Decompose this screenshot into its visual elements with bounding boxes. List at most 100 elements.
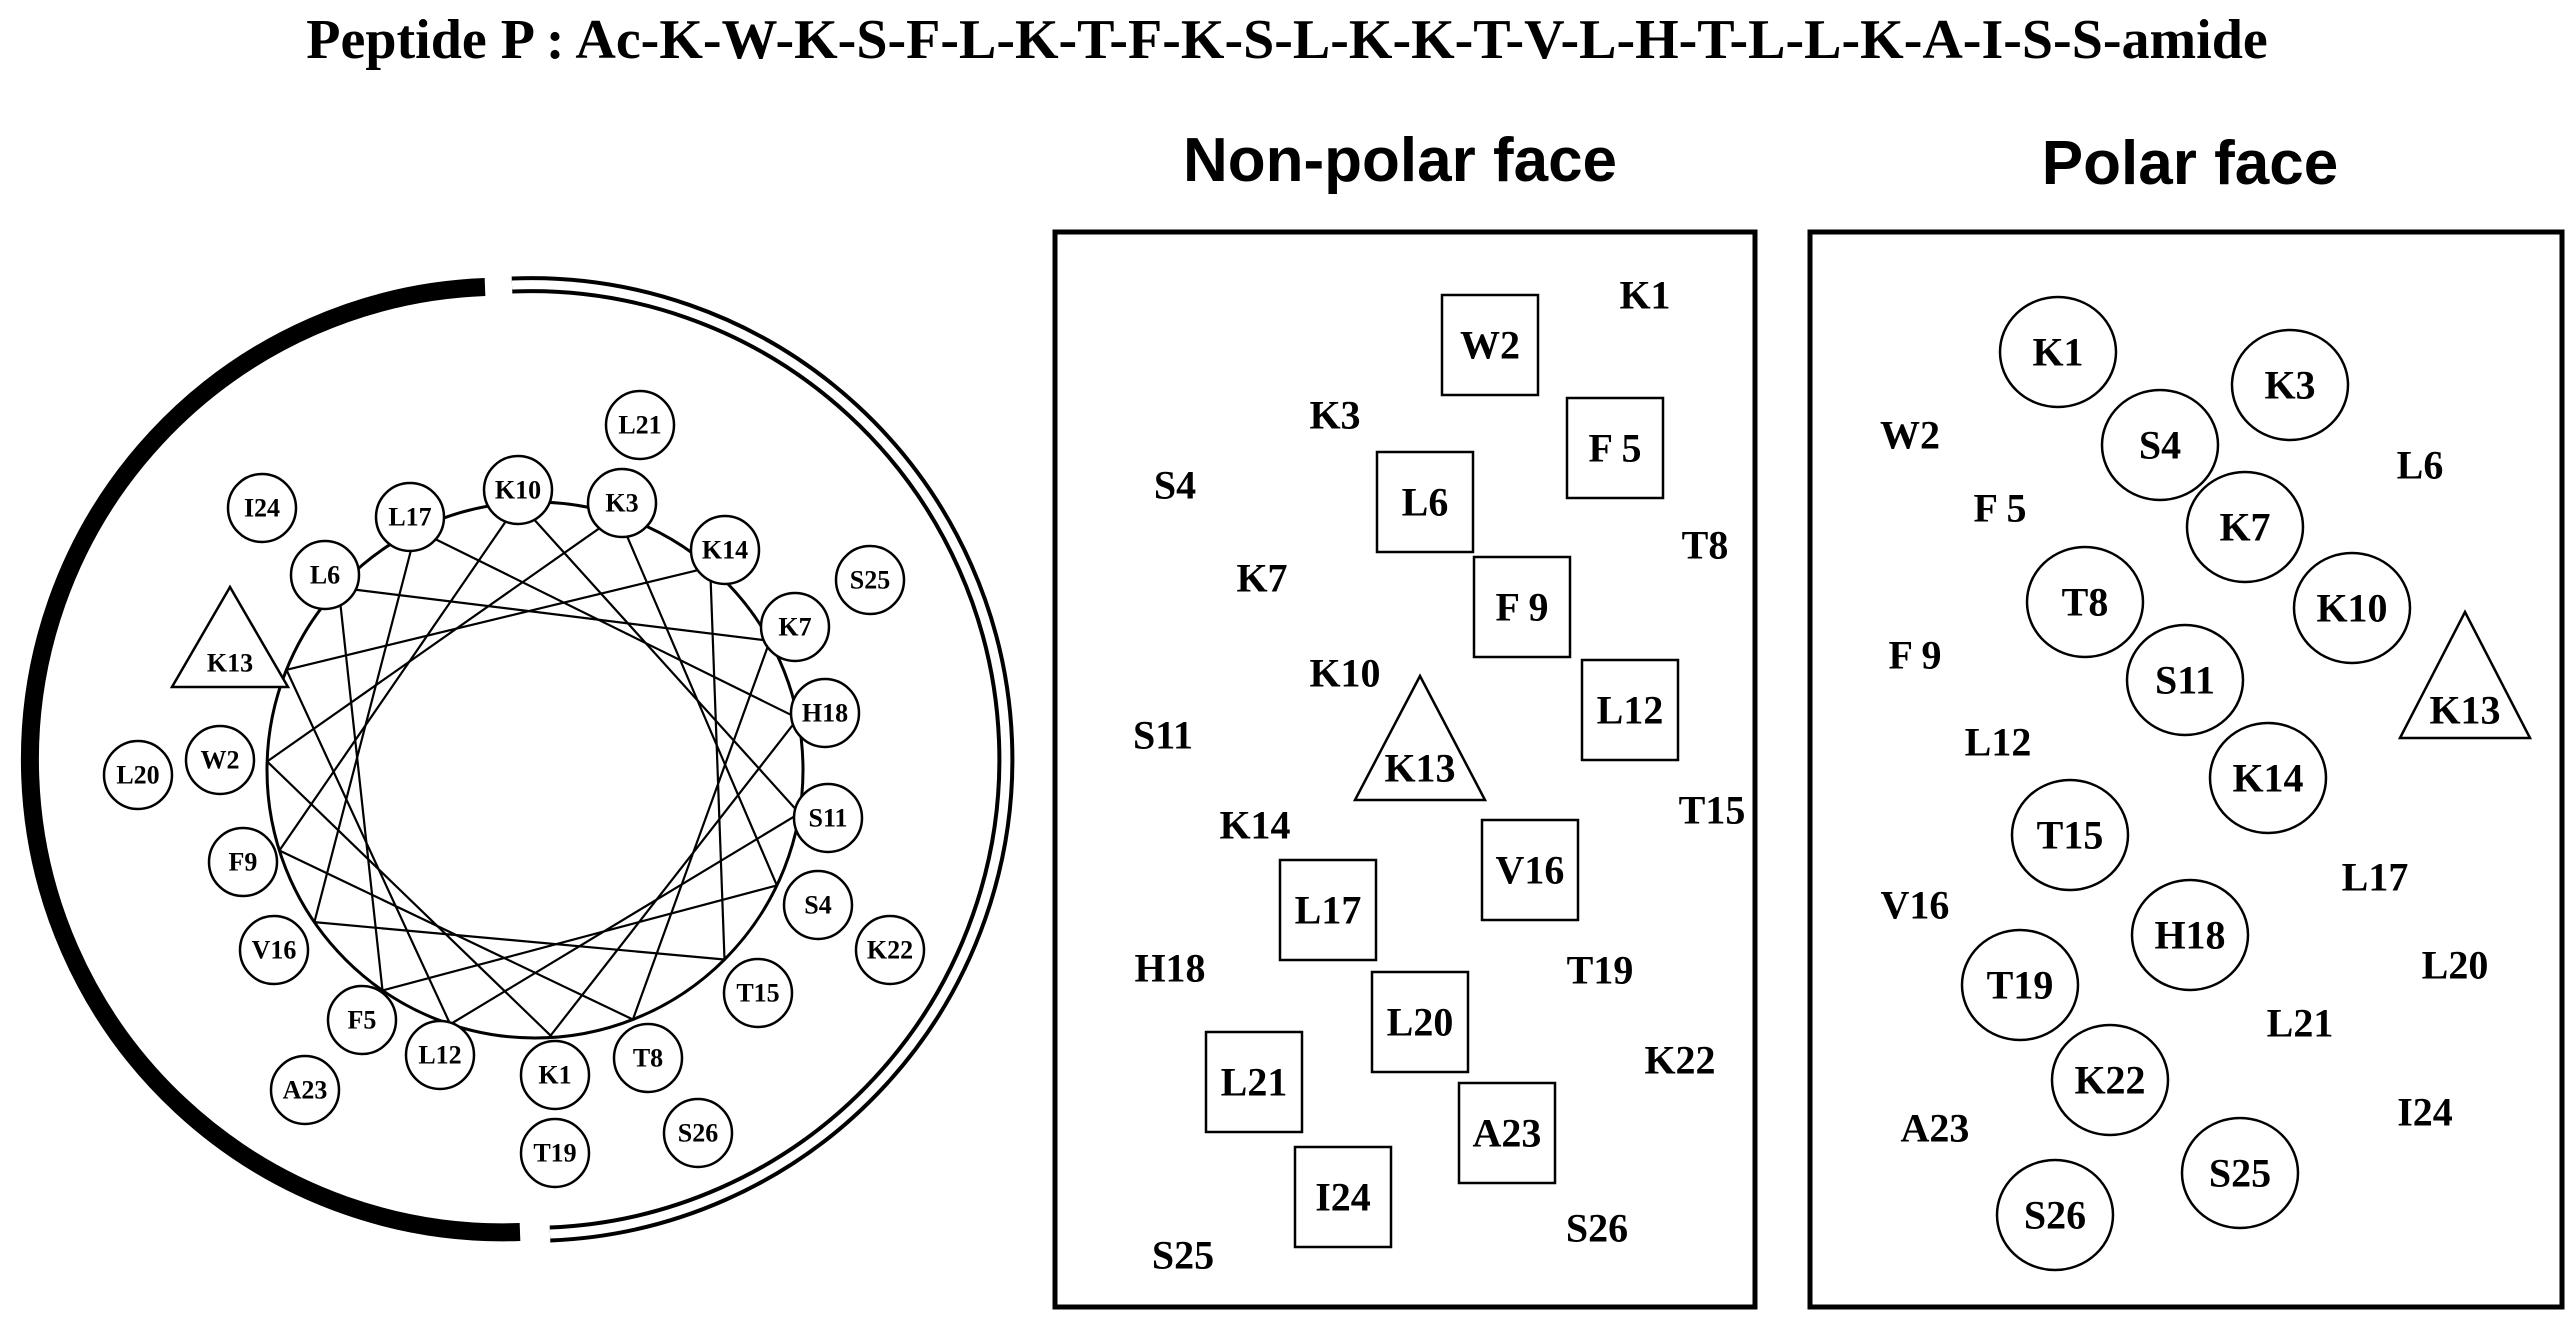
wheel-circle-s11 xyxy=(792,782,864,854)
nonpolar-arc xyxy=(20,278,521,1242)
nonpolar-box-w2 xyxy=(1440,293,1540,397)
wheel-label-s26: S26 xyxy=(678,1119,718,1148)
nonpolar-label-a23: A23 xyxy=(1473,1111,1542,1156)
nonpolar-box-f5 xyxy=(1565,396,1665,500)
wheel-triangle-k13 xyxy=(169,584,291,689)
wheel-label-i24: I24 xyxy=(244,494,280,523)
wheel-circle-k14 xyxy=(689,514,761,586)
wheel-label-a23: A23 xyxy=(283,1076,328,1105)
nonpolar-label-k10: K10 xyxy=(1309,651,1380,696)
polar-label-l21: L21 xyxy=(2267,1001,2334,1046)
wheel-link-h18-t19 xyxy=(548,717,799,1039)
wheel-link-v16-l17 xyxy=(313,529,418,923)
polar-label-s4: S4 xyxy=(2139,423,2181,468)
wheel-label-v16: V16 xyxy=(252,936,297,965)
polar-circle-k10 xyxy=(2292,551,2412,665)
polar-label-w2: W2 xyxy=(1880,413,1940,458)
wheel-label-s4: S4 xyxy=(804,891,831,920)
polar-label-k10: K10 xyxy=(2316,586,2387,631)
wheel-circle-k22 xyxy=(854,914,926,986)
wheel-link-k13-k14 xyxy=(286,566,711,671)
nonpolar-label-l17: L17 xyxy=(1295,888,1362,933)
wheel-link-k7-t8 xyxy=(631,640,771,1020)
wheel-link-t15-v16 xyxy=(314,921,725,961)
wheel-label-l17: L17 xyxy=(388,503,431,532)
polar-circle-s26 xyxy=(1995,1158,2115,1272)
polar-label-k7: K7 xyxy=(2219,505,2270,550)
wheel-link-w2-k3 xyxy=(266,514,619,763)
polar-circle-t8 xyxy=(2025,545,2145,659)
polar-label-k22: K22 xyxy=(2074,1058,2145,1103)
wheel-circle-t8 xyxy=(612,1022,684,1094)
wheel-label-w2: W2 xyxy=(201,746,240,775)
wheel-circle-l17 xyxy=(374,481,446,553)
nonpolar-label-l12: L12 xyxy=(1597,688,1664,733)
wheel-label-k1: K1 xyxy=(538,1061,571,1090)
wheel-label-l6: L6 xyxy=(310,561,340,590)
polar-circle-k3 xyxy=(2230,328,2350,442)
polar-label-t15: T15 xyxy=(2037,813,2104,858)
nonpolar-label-k1: K1 xyxy=(1619,273,1670,318)
polar-label-l12: L12 xyxy=(1965,720,2032,765)
polar-label-f9: F 9 xyxy=(1889,633,1942,678)
wheel-label-t8: T8 xyxy=(633,1044,663,1073)
wheel-circle-i24 xyxy=(226,472,298,544)
nonpolar-triangle-k13 xyxy=(1352,673,1488,802)
polar-label-h18: H18 xyxy=(2154,913,2225,958)
nonpolar-box-l6 xyxy=(1375,450,1475,554)
wheel-label-t19: T19 xyxy=(533,1139,576,1168)
nonpolar-label-w2: W2 xyxy=(1460,323,1520,368)
wheel-label-k13: K13 xyxy=(207,649,253,678)
wheel-label-k3: K3 xyxy=(605,489,638,518)
wheel-circle-s4 xyxy=(782,869,854,941)
polar-label-f5: F 5 xyxy=(1974,486,2027,531)
wheel-link-k10-s11 xyxy=(517,501,801,815)
wheel-label-k7: K7 xyxy=(778,613,811,642)
polar-circle-s11 xyxy=(2125,623,2245,737)
wheel-residues: K1W2K3S4F5L6K7T8F9K10S11L12K13K14T15V16L… xyxy=(102,389,926,1189)
wheel-label-k22: K22 xyxy=(867,936,913,965)
wheel-circle-l20 xyxy=(102,739,174,811)
wheel-label-l12: L12 xyxy=(418,1041,461,1070)
nonpolar-label-s11: S11 xyxy=(1133,713,1193,758)
polar-face-title: Polar face xyxy=(2041,129,2339,198)
wheel-label-f5: F5 xyxy=(348,1006,377,1035)
nonpolar-box-l20 xyxy=(1370,970,1470,1074)
polar-label-s26: S26 xyxy=(2024,1193,2086,1238)
nonpolar-label-l20: L20 xyxy=(1387,1000,1454,1045)
wheel-circle-f5 xyxy=(326,984,398,1056)
polar-label-v16: V16 xyxy=(1881,883,1950,928)
wheel-circle-l6 xyxy=(289,539,361,611)
polar-circle-t19 xyxy=(1960,928,2080,1042)
nonpolar-box-l12 xyxy=(1580,658,1680,762)
peptide-title: Peptide P : Ac-K-W-K-S-F-L-K-T-F-K-S-L-K… xyxy=(306,9,2268,71)
polar-panel xyxy=(1807,229,2565,1310)
wheel-link-s11-l12 xyxy=(449,812,801,1026)
nonpolar-label-k3: K3 xyxy=(1309,393,1360,438)
wheel-label-s25: S25 xyxy=(850,566,890,595)
wheel-circle-f9 xyxy=(207,826,279,898)
nonpolar-box-l21 xyxy=(1204,1030,1304,1134)
wheel-circle-s25 xyxy=(834,544,906,616)
wheel-link-k1-w2 xyxy=(266,760,554,1039)
wheel-label-l20: L20 xyxy=(116,761,159,790)
polar-label-l6: L6 xyxy=(2397,443,2444,488)
nonpolar-label-l6: L6 xyxy=(1402,480,1449,525)
polar-arc-inner xyxy=(511,280,1011,1239)
wheel-label-s11: S11 xyxy=(808,804,847,833)
nonpolar-label-s25: S25 xyxy=(1152,1233,1214,1278)
nonpolar-box-i24 xyxy=(1293,1145,1393,1249)
nonpolar-label-l21: L21 xyxy=(1221,1060,1288,1105)
nonpolar-label-i24: I24 xyxy=(1315,1175,1371,1220)
wheel-circle-k1 xyxy=(519,1039,591,1111)
nonpolar-label-t8: T8 xyxy=(1682,523,1729,568)
wheel-circle-t19 xyxy=(519,1117,591,1189)
polar-label-s11: S11 xyxy=(2155,658,2215,703)
nonpolar-panel xyxy=(1052,229,1758,1310)
nonpolar-label-s26: S26 xyxy=(1566,1206,1628,1251)
polar-label-a23: A23 xyxy=(1901,1106,1970,1151)
polar-circle-s4 xyxy=(2100,388,2220,502)
